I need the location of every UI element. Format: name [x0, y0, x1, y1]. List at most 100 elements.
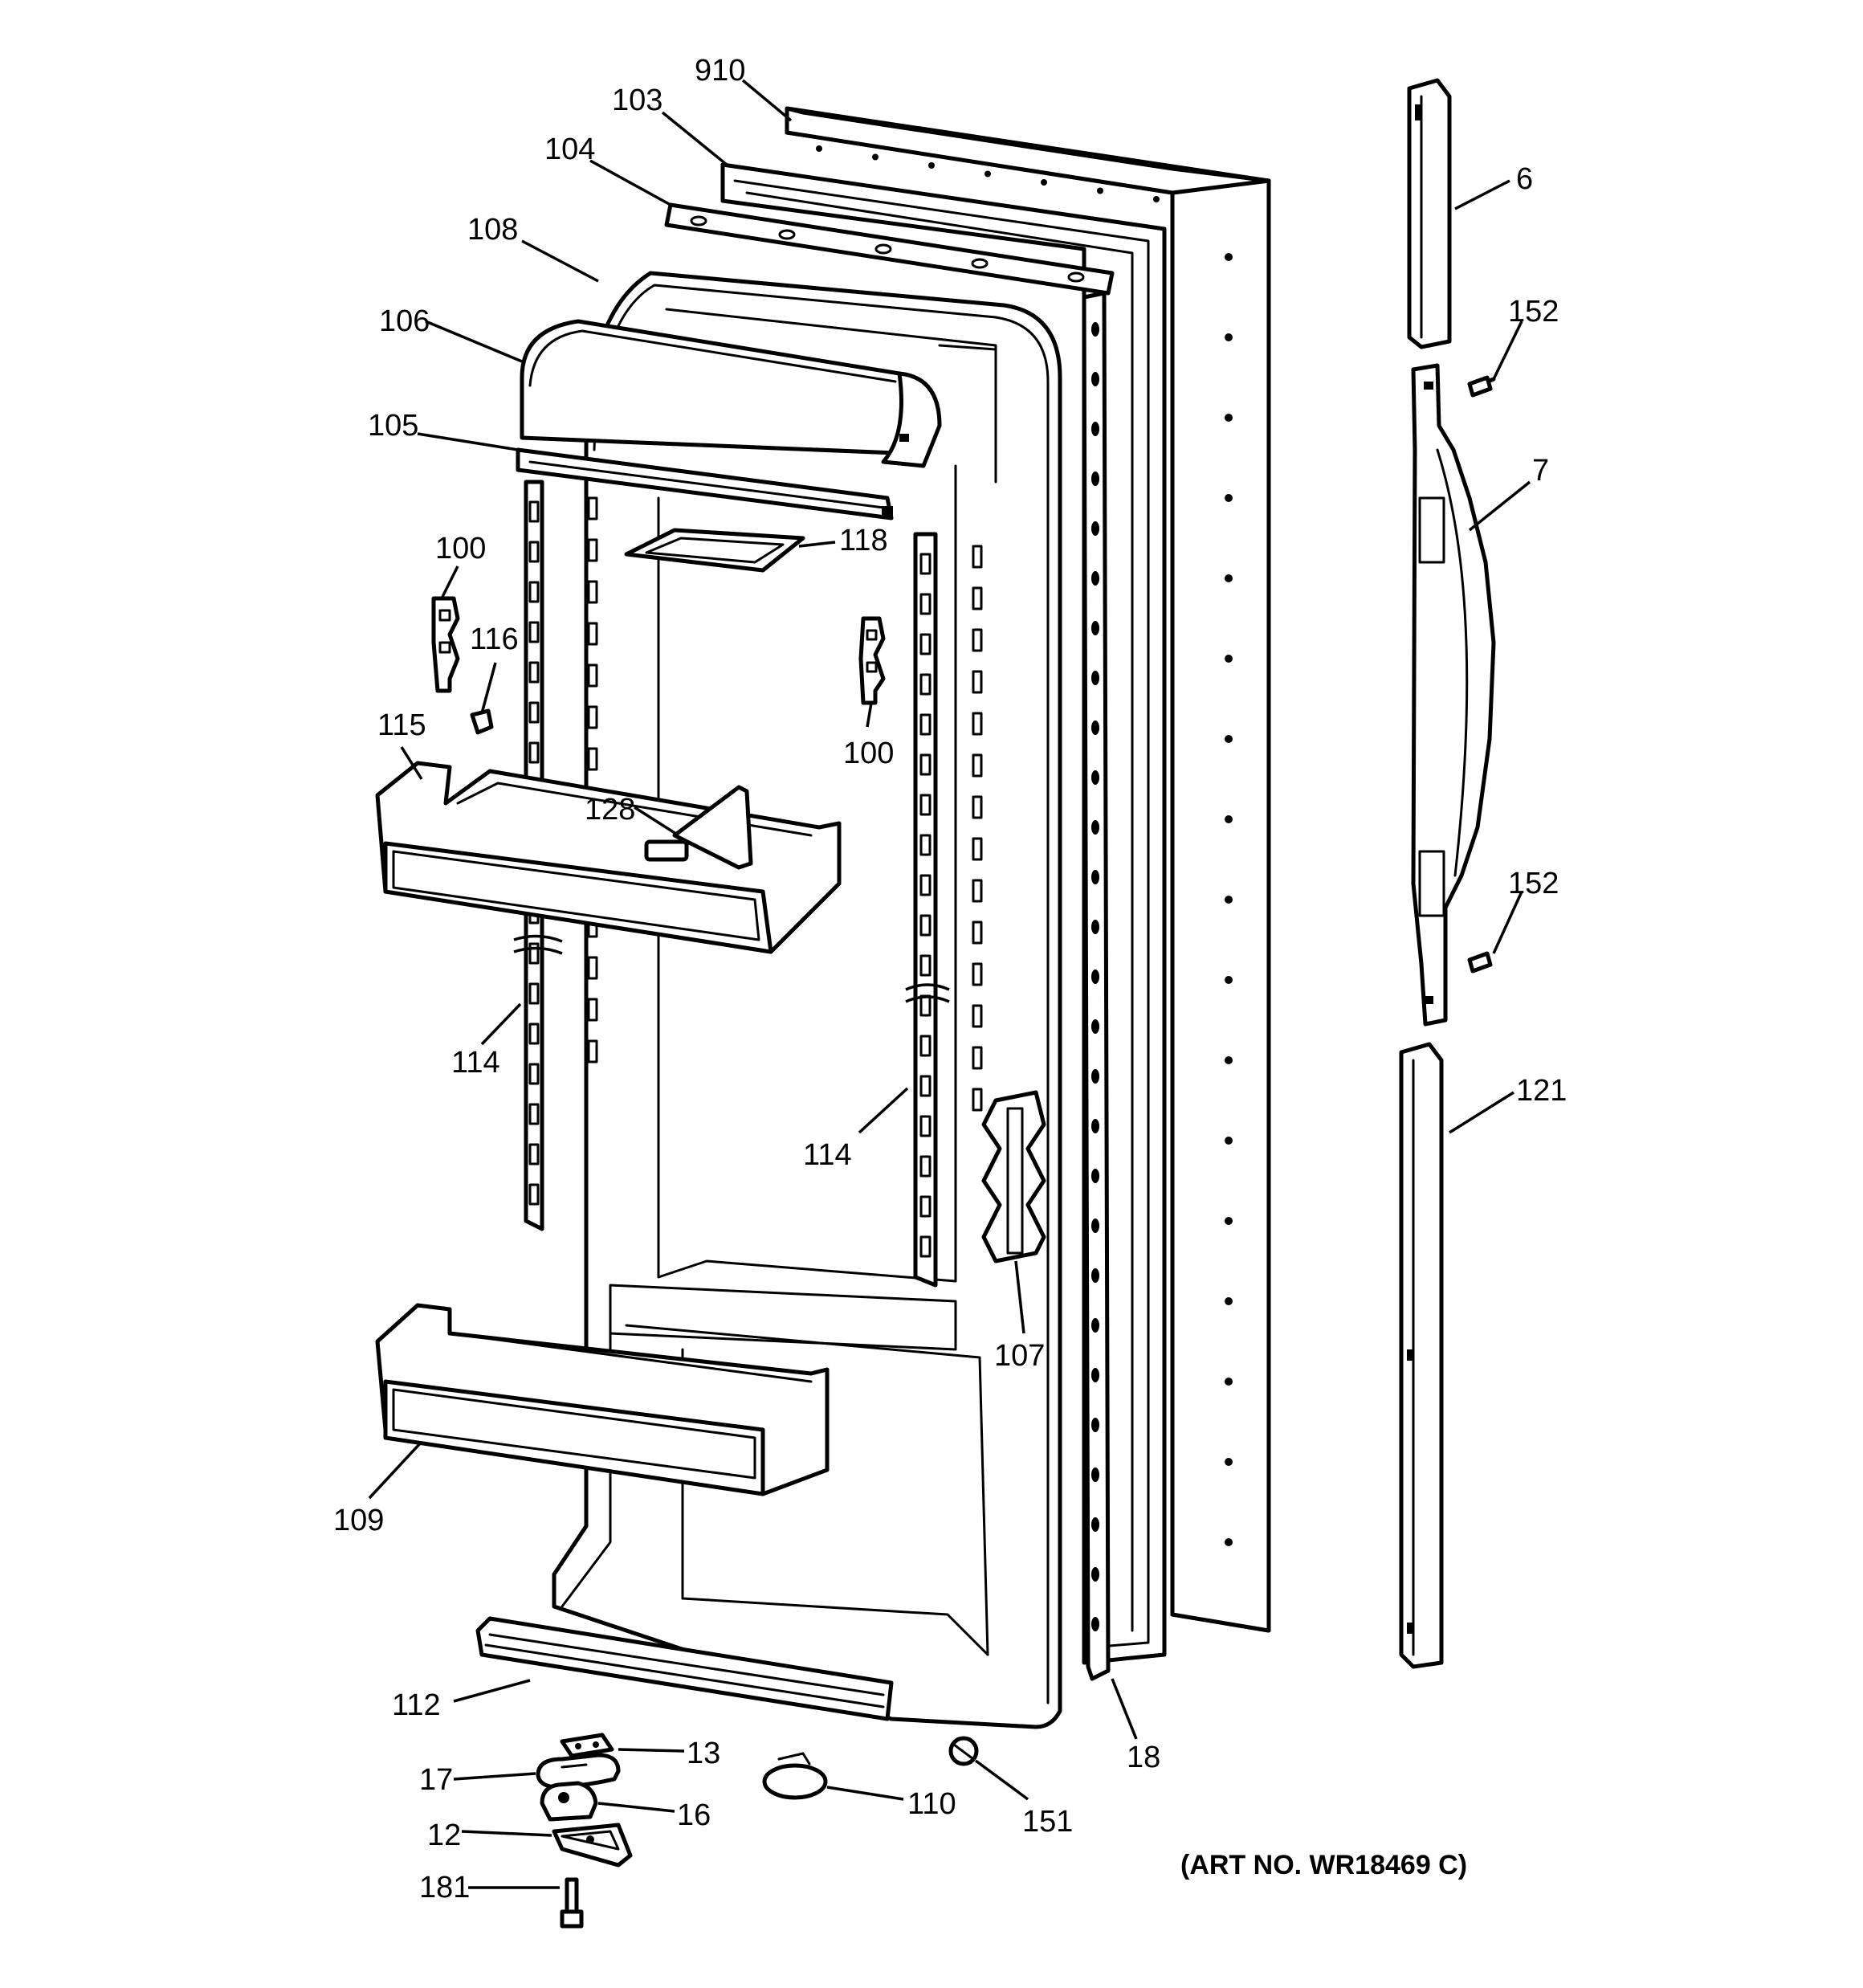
- panel-hole: [1225, 896, 1233, 904]
- strip-hole: [1091, 471, 1099, 486]
- rail-slot: [919, 794, 932, 816]
- rail-slot: [528, 500, 540, 523]
- rail-slot: [528, 1183, 540, 1206]
- liner-slot: [587, 956, 598, 980]
- callout-151: 151: [1022, 1805, 1073, 1839]
- callout-17: 17: [419, 1763, 453, 1797]
- liner-slot: [972, 753, 983, 778]
- liner-slot: [972, 921, 983, 945]
- lower-door-bin: [375, 1303, 830, 1496]
- screw-181: [560, 1877, 584, 1929]
- panel-hole: [1225, 1538, 1233, 1546]
- shelf-clip-right: [858, 616, 886, 705]
- strip-hole: [1091, 671, 1099, 685]
- panel-hole: [1225, 655, 1233, 663]
- strip-hole: [1091, 870, 1099, 884]
- shelf-clip-left: [431, 596, 460, 693]
- rail-slot: [919, 593, 932, 615]
- strip-hole: [1091, 1617, 1099, 1631]
- liner-slot: [587, 1039, 598, 1063]
- panel-hole: [984, 170, 991, 178]
- rail-slot: [919, 1035, 932, 1057]
- strip-hole: [1091, 1468, 1099, 1482]
- dairy-frame: [516, 447, 894, 520]
- callout-13: 13: [687, 1737, 720, 1770]
- callout-181: 181: [419, 1871, 470, 1904]
- panel-hole: [816, 145, 822, 152]
- callout-103: 103: [612, 84, 662, 117]
- rail-slot: [528, 741, 540, 764]
- callout-7: 7: [1532, 454, 1549, 488]
- retainer-strip: [664, 202, 1115, 296]
- panel-hole: [1225, 1217, 1233, 1225]
- panel-hole: [1225, 1378, 1233, 1386]
- liner-slot: [587, 663, 598, 688]
- strip-hole: [1091, 1368, 1099, 1382]
- hinge-insert: [981, 1090, 1046, 1263]
- strip-hole: [1091, 1268, 1099, 1283]
- callout-107: 107: [994, 1339, 1045, 1373]
- handle-screw-upper: [1467, 375, 1496, 398]
- liner-slot: [972, 712, 983, 736]
- panel-hole: [1041, 179, 1047, 186]
- liner-slot: [972, 1004, 983, 1028]
- liner-slot: [587, 538, 598, 562]
- rail-slot: [528, 701, 540, 724]
- callout-108: 108: [467, 213, 518, 247]
- panel-hole: [1225, 976, 1233, 984]
- rail-slot: [919, 1195, 932, 1218]
- liner-slot: [587, 998, 598, 1022]
- shelf-cover: [624, 528, 805, 573]
- rail-slot: [919, 713, 932, 736]
- rail-slot: [528, 621, 540, 643]
- door-stop-110: [762, 1752, 828, 1800]
- liner-slot: [587, 622, 598, 646]
- liner-slot: [972, 879, 983, 903]
- strip-hole: [1091, 322, 1099, 337]
- rail-break-marks: [513, 934, 950, 1003]
- strip-hole: [1091, 1119, 1099, 1133]
- liner-slot: [972, 586, 983, 610]
- panel-hole: [1225, 414, 1233, 422]
- cap-116: [470, 708, 494, 735]
- callout-labels: 910 103 104 108 106 105 118 100 116 100 …: [333, 54, 1567, 1904]
- rail-slot: [528, 1023, 540, 1045]
- strip-hole: [1091, 920, 1099, 934]
- hinge-side-strip: [1082, 291, 1111, 1681]
- liner-slot: [972, 962, 983, 986]
- panel-hole: [928, 162, 935, 169]
- leader-lines: [368, 79, 1531, 1889]
- panel-hole: [1225, 1297, 1233, 1305]
- handle-7: [1411, 363, 1496, 1027]
- panel-hole: [1225, 735, 1233, 743]
- rail-slot: [919, 954, 932, 977]
- callout-12: 12: [427, 1819, 461, 1852]
- strip-hole: [1091, 372, 1099, 386]
- liner-slot: [972, 628, 983, 652]
- callout-6: 6: [1516, 162, 1533, 196]
- liner-slot: [587, 705, 598, 729]
- outer-door-panel: [785, 106, 1271, 1633]
- rail-slot: [528, 982, 540, 1005]
- rail-slot: [919, 874, 932, 896]
- rail-slot: [919, 673, 932, 696]
- callout-152-lower: 152: [1508, 867, 1559, 900]
- callout-110: 110: [907, 1787, 956, 1821]
- strip-hole: [1091, 571, 1099, 586]
- panel-hole: [1225, 1458, 1233, 1466]
- rail-slot: [919, 1155, 932, 1178]
- strip-hole: [1091, 1019, 1099, 1034]
- panel-hole: [1225, 1056, 1233, 1064]
- callout-104: 104: [544, 133, 595, 166]
- callout-128: 128: [585, 793, 635, 827]
- rail-slot: [919, 914, 932, 937]
- callout-115: 115: [377, 708, 426, 742]
- strip-hole: [1091, 422, 1099, 436]
- handle-end-cap-top: [1407, 78, 1452, 349]
- strip-hole: [1091, 1219, 1099, 1233]
- strip-hole: [1091, 970, 1099, 984]
- rail-slot: [528, 1103, 540, 1125]
- liner-slot: [587, 496, 598, 520]
- callout-100-left: 100: [435, 532, 486, 565]
- callout-106: 106: [379, 304, 430, 338]
